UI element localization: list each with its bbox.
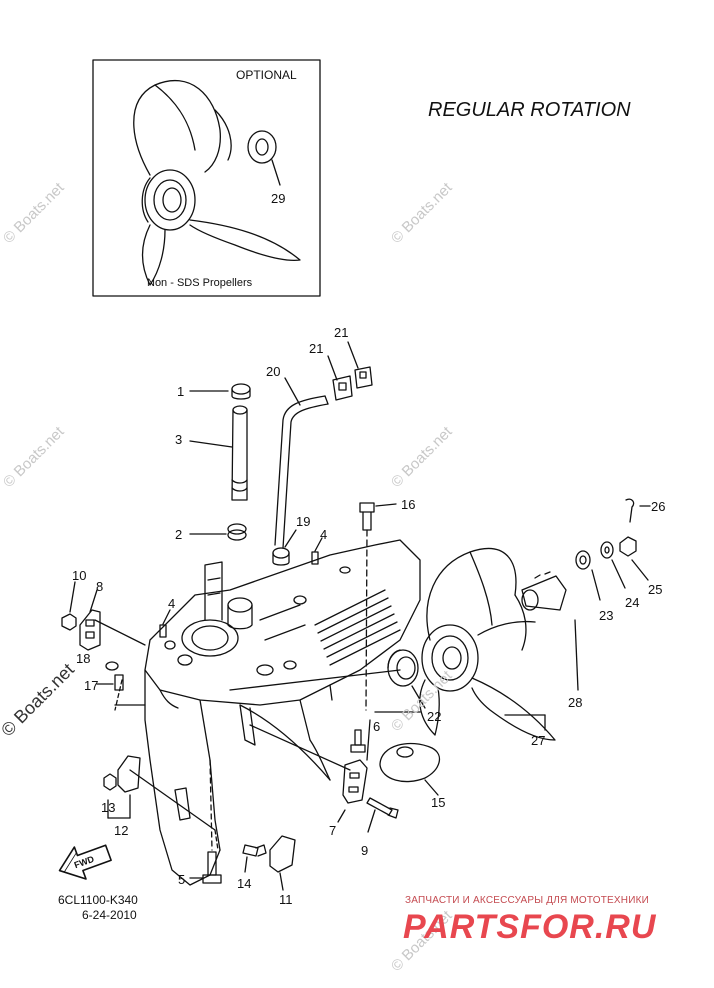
part-26-cotter-pin (625, 498, 651, 523)
drawing-date: 6-24-2010 (82, 908, 137, 922)
callout-18: 18 (76, 651, 91, 666)
callout-2: 2 (175, 527, 183, 542)
callout-12: 12 (114, 823, 129, 838)
part-20-shift-rod (274, 377, 329, 549)
part-15-trim-tab (379, 742, 441, 796)
callout-4b: 4 (168, 596, 176, 611)
part-1-grommet (189, 383, 251, 400)
shop-tagline: ЗАПЧАСТИ И АКСЕССУАРЫ ДЛЯ МОТОТЕХНИКИ (405, 895, 650, 906)
callout-28: 28 (568, 695, 583, 710)
part-5-bolt (189, 851, 222, 884)
fwd-arrow (58, 844, 112, 880)
inset-caption: Non - SDS Propellers (147, 277, 253, 289)
part-6-bolt (350, 729, 366, 753)
callout-7b: 7 (329, 823, 337, 838)
callout-11: 11 (279, 892, 293, 907)
part-19-bushing (272, 529, 297, 566)
part-17-plug (96, 674, 124, 691)
callout-14: 14 (237, 876, 252, 891)
part-18-oring (105, 661, 119, 671)
main-propeller-drawing (419, 547, 556, 741)
part-22-thrust-washer (387, 649, 426, 709)
part-24-washer (575, 550, 601, 601)
part-25-nut (619, 536, 649, 581)
callout-3: 3 (175, 432, 183, 447)
part-10-nut (61, 613, 77, 631)
part-21-clips (327, 341, 373, 401)
leader-lines (69, 581, 421, 851)
optional-label: OPTIONAL (236, 68, 297, 82)
callout-4a: 4 (320, 527, 328, 542)
callout-8: 8 (96, 579, 104, 594)
callout-25: 25 (648, 582, 663, 597)
callout-24: 24 (625, 595, 640, 610)
shop-logo: PARTSFOR.RU (403, 908, 657, 946)
callout-10: 10 (72, 568, 87, 583)
callout-26: 26 (651, 499, 666, 514)
part-3-water-tube (189, 405, 248, 501)
callout-27: 27 (531, 733, 546, 748)
part-16-bolt (359, 502, 397, 711)
part-2-grommet (189, 523, 247, 541)
callout-9: 9 (361, 843, 369, 858)
part-23-spacer (521, 571, 579, 691)
callout-23: 23 (599, 608, 614, 623)
callout-21a: 21 (309, 341, 324, 356)
part-11-anode (269, 835, 296, 891)
optional-inset-frame (92, 59, 321, 297)
callout-29: 29 (271, 191, 286, 206)
part-4-pins (159, 537, 323, 638)
part-24b-washer (600, 541, 626, 589)
callout-20: 20 (266, 364, 281, 379)
callout-17: 17 (84, 678, 99, 693)
callout-13: 13 (101, 800, 116, 815)
part-14-screw (242, 844, 267, 873)
callout-6: 6 (373, 719, 381, 734)
callout-1: 1 (177, 384, 185, 399)
part-8-cover (79, 609, 101, 651)
part-29-washer (247, 130, 281, 186)
drawing-code: 6CL1100-K340 (58, 893, 138, 907)
callout-21b: 21 (334, 325, 349, 340)
part-7-cover (337, 759, 368, 823)
callout-19: 19 (296, 514, 311, 529)
part-9-bolt (366, 797, 399, 833)
part-13-nut (103, 773, 131, 819)
rotation-title: REGULAR ROTATION (428, 99, 631, 121)
lower-unit-gear-case (144, 539, 421, 886)
part-12-cover (117, 755, 141, 793)
callout-15: 15 (431, 795, 446, 810)
callout-16a: 16 (401, 497, 416, 512)
callout-5: 5 (178, 872, 186, 887)
callout-22: 22 (427, 709, 442, 724)
inset-propeller-drawing (133, 79, 301, 286)
